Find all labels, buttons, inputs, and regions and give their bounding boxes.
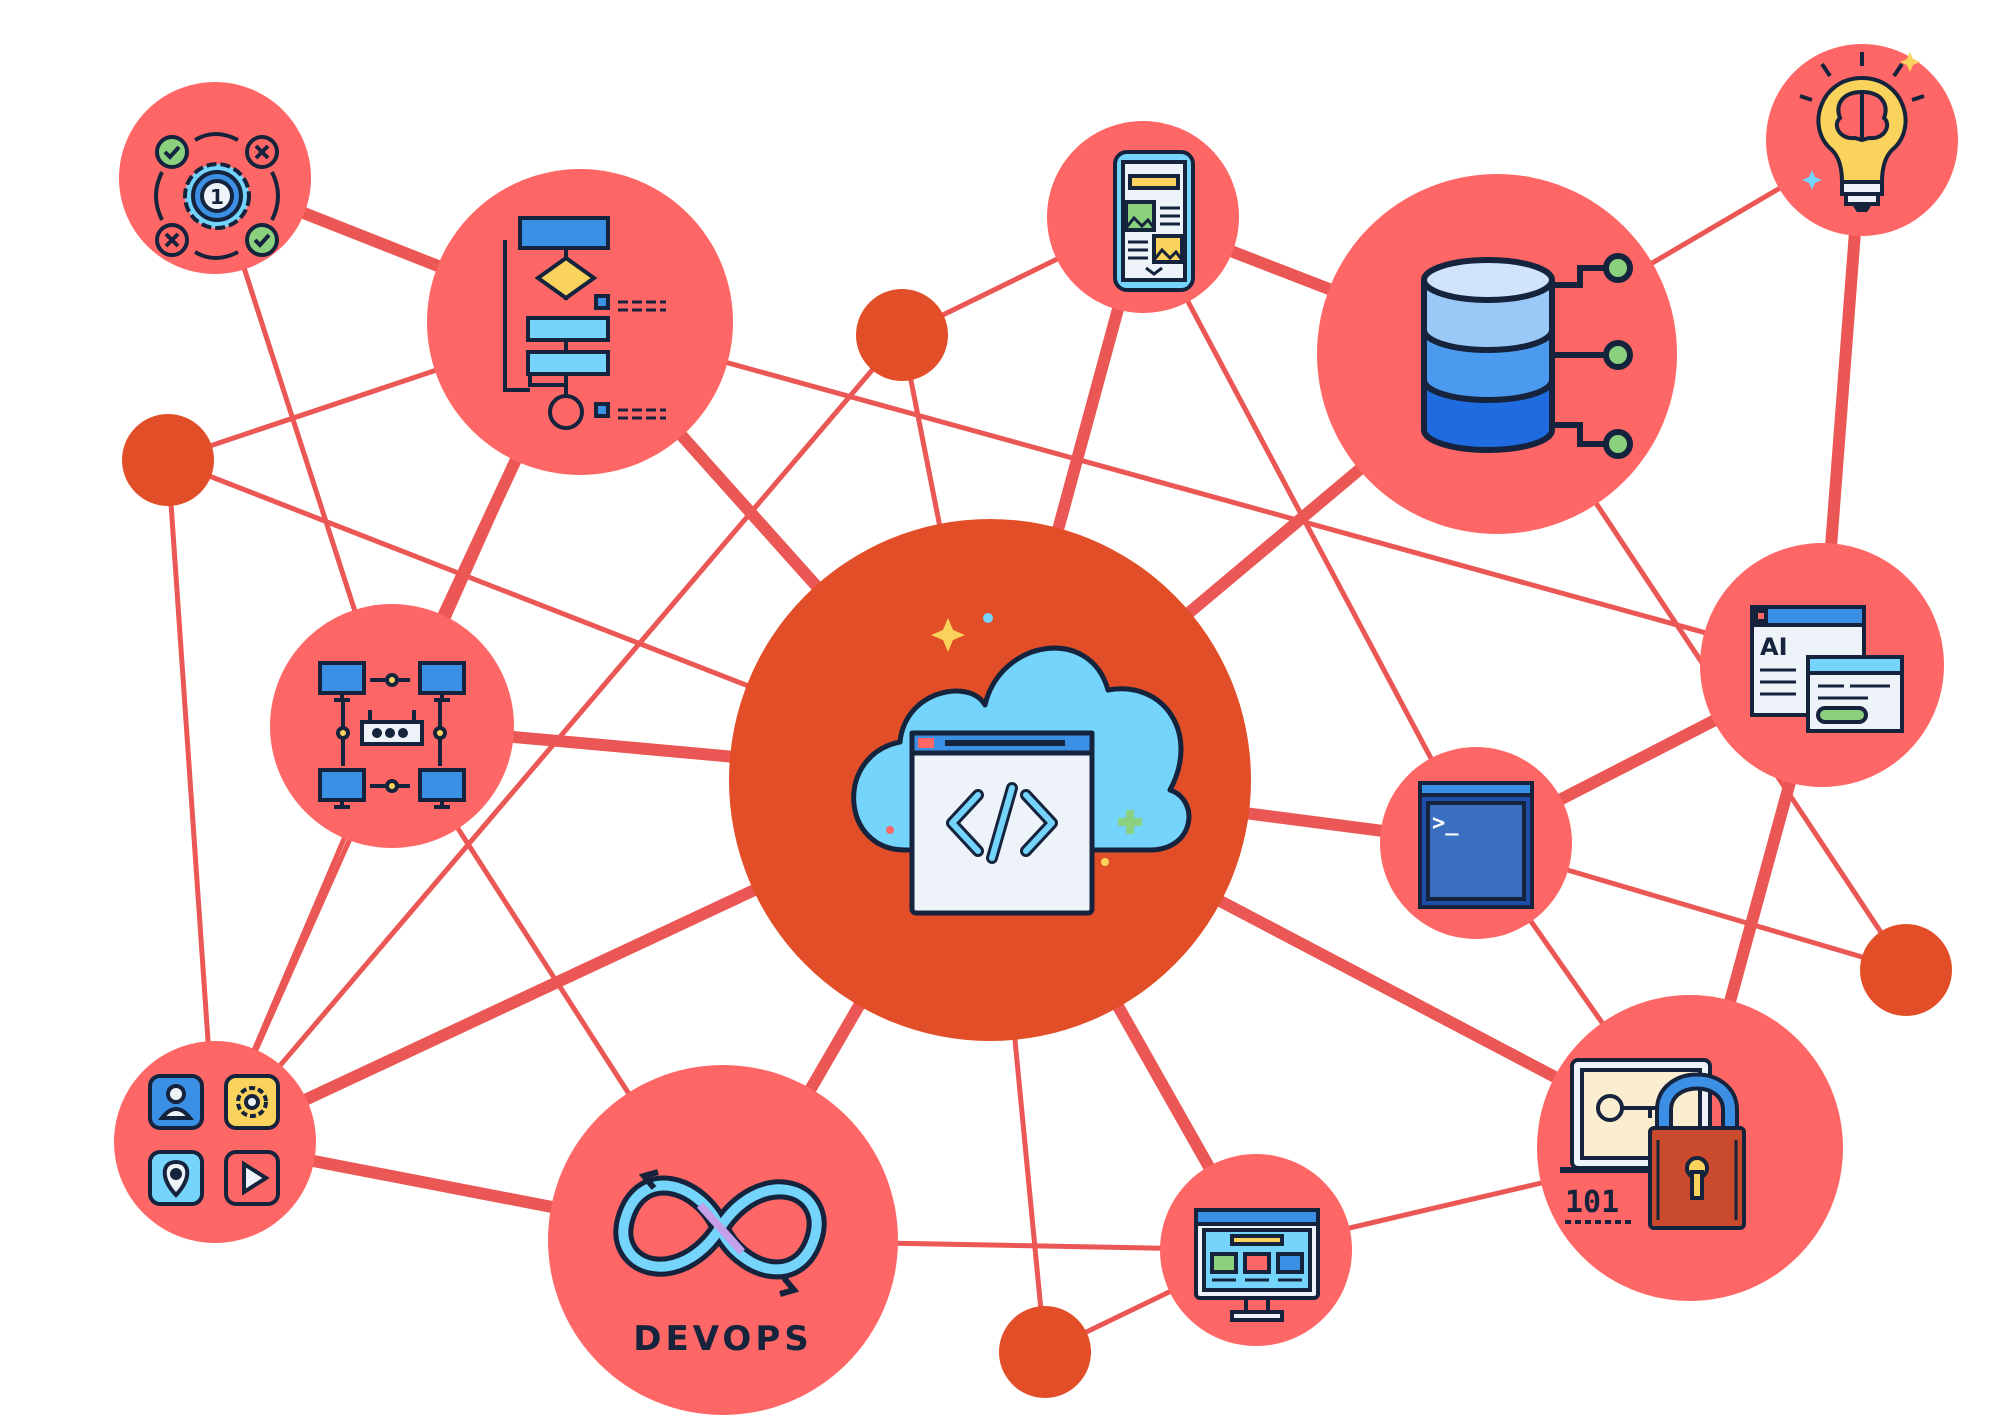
junction-dot — [999, 1306, 1091, 1398]
devops-icon: DEVOPS — [613, 1169, 827, 1359]
app-grid-icon — [148, 1074, 280, 1206]
node-apps — [114, 1041, 316, 1243]
terminal-icon: >_ — [1418, 781, 1534, 909]
ai-window-icon: AI — [1750, 605, 1904, 733]
network-icon — [318, 661, 466, 809]
junction-dot — [1860, 924, 1952, 1016]
cloud-code-icon — [851, 613, 1192, 916]
automation-gear-icon: 1 — [154, 132, 280, 260]
mobile-app-icon — [1113, 150, 1195, 292]
security-lock-icon: 101 — [1560, 1058, 1746, 1230]
prompt-label: >_ — [1432, 811, 1459, 836]
devops-label: DEVOPS — [633, 1319, 812, 1359]
database-icon — [1421, 253, 1633, 459]
edge — [1140, 214, 1479, 846]
binary-label: 101 — [1565, 1185, 1619, 1220]
junction-dot — [856, 289, 948, 381]
brain-bulb-icon — [1799, 52, 1925, 212]
edge — [577, 319, 1825, 668]
edge — [165, 457, 218, 1145]
edge — [212, 332, 905, 1145]
gear-number: 1 — [210, 185, 224, 209]
junction-dots — [122, 289, 1952, 1398]
ai-label: AI — [1760, 633, 1788, 661]
flowchart-icon — [503, 216, 666, 430]
web-monitor-icon — [1194, 1208, 1320, 1322]
junction-dot — [122, 414, 214, 506]
